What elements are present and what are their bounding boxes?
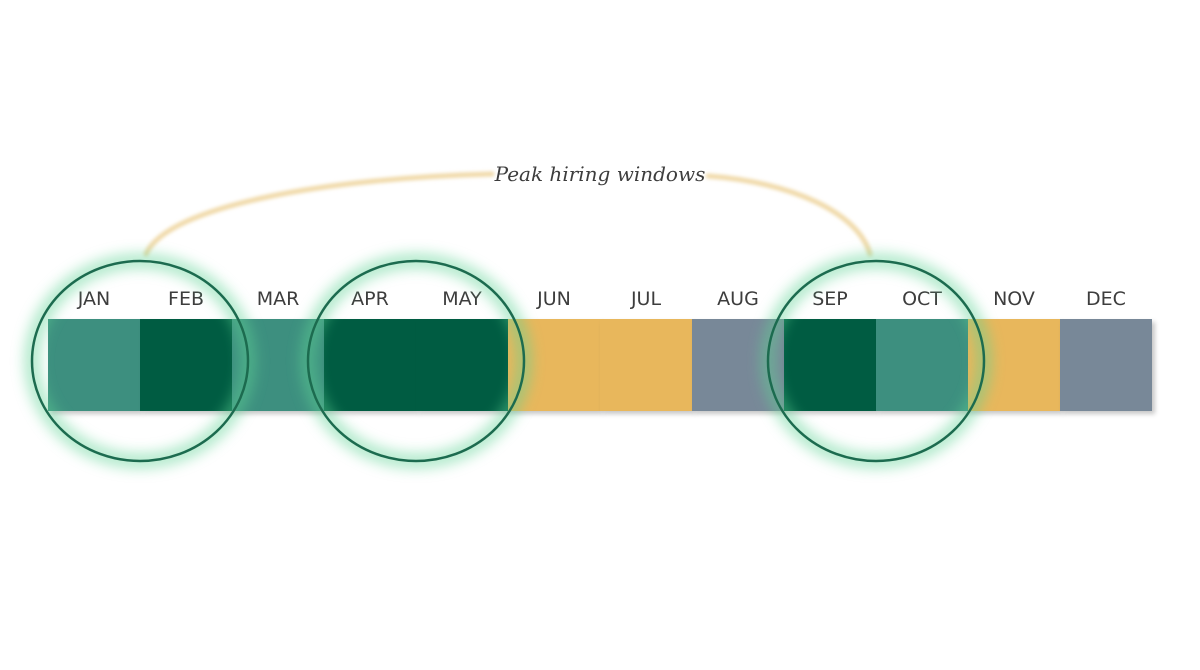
month-label-jun: JUN	[536, 288, 571, 310]
month-label-jul: JUL	[630, 288, 662, 310]
month-cell-feb	[140, 319, 232, 411]
connector-line-right	[705, 173, 873, 257]
highlight-ring-outline	[766, 259, 986, 463]
annotation-connector	[143, 171, 873, 257]
month-label-nov: NOV	[993, 288, 1035, 310]
month-cell-may	[416, 319, 508, 411]
month-label-jan: JAN	[77, 288, 110, 310]
month-label-mar: MAR	[257, 288, 300, 310]
month-label-aug: AUG	[717, 288, 759, 310]
month-cell-dec	[1060, 319, 1152, 411]
highlight-ring-jan-feb	[25, 254, 255, 468]
month-cell-apr	[324, 319, 416, 411]
month-cells	[48, 319, 1152, 411]
month-cell-sep	[784, 319, 876, 411]
month-cell-oct	[876, 319, 968, 411]
month-labels: JAN FEB MAR APR MAY JUN JUL AUG SEP OCT NOV DEC	[77, 288, 1126, 310]
month-cell-jan	[48, 319, 140, 411]
highlight-ring-outline	[30, 259, 250, 463]
month-label-apr: APR	[351, 288, 389, 310]
highlight-ring-outline	[306, 259, 526, 463]
annotation-label: Peak hiring windows	[494, 162, 706, 186]
highlight-ring-apr-may	[301, 254, 531, 468]
month-label-dec: DEC	[1086, 288, 1126, 310]
month-label-oct: OCT	[902, 288, 942, 310]
highlight-rings	[25, 254, 991, 468]
month-label-feb: FEB	[168, 288, 204, 310]
month-label-may: MAY	[442, 288, 482, 310]
month-label-sep: SEP	[812, 288, 848, 310]
highlight-ring-sep-oct	[761, 254, 991, 468]
connector-line-left	[143, 171, 495, 257]
month-cell-jul	[600, 319, 692, 411]
